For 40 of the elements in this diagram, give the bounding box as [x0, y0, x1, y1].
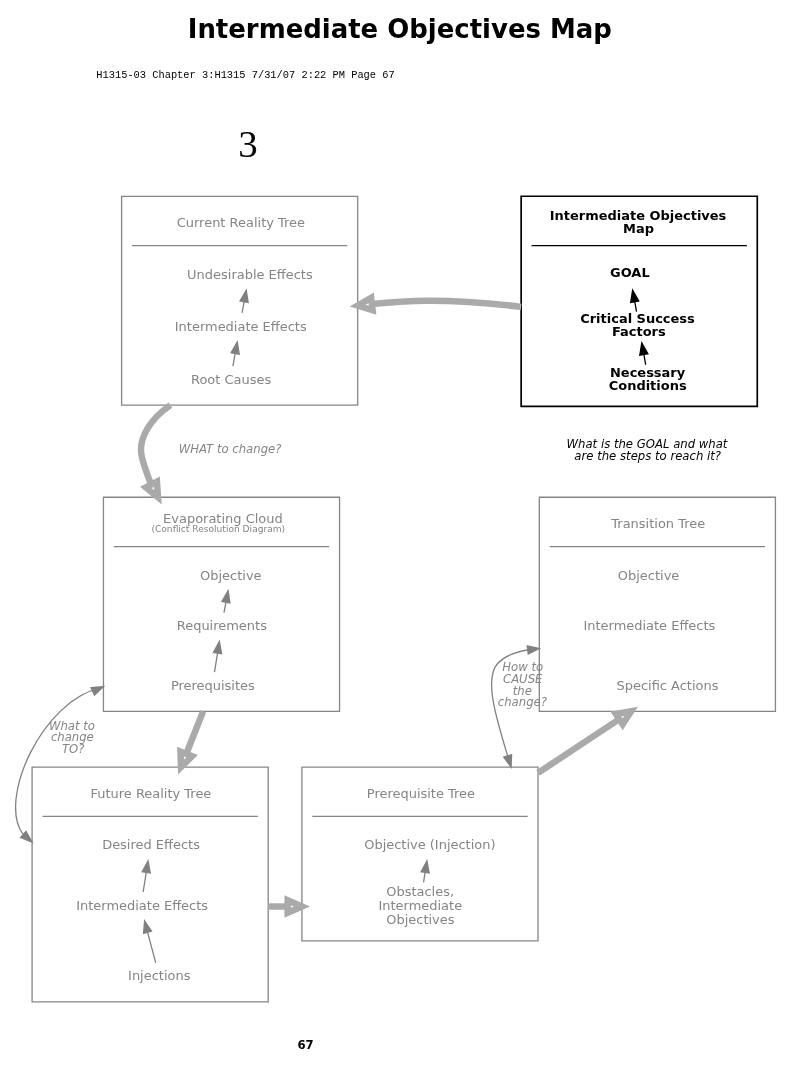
node-text: Requirements [176, 618, 267, 634]
node-text: Undesirable Effects [186, 266, 313, 282]
arrow [142, 919, 156, 964]
node-text: Specific Actions [616, 677, 718, 693]
node-text: Objective [617, 567, 679, 583]
node-text: Necessary Conditions [608, 364, 687, 393]
node-text: Objective (Injection) [363, 837, 496, 853]
node-text: Intermediate Effects [75, 897, 208, 913]
node-text: Obstacles, Intermediate Objectives [377, 883, 462, 928]
label: 3 [237, 122, 258, 166]
node-text: GOAL [609, 265, 650, 281]
arrow [140, 858, 151, 893]
node-text: Injections [127, 968, 190, 984]
arrow [212, 639, 222, 673]
node-text: Prerequisites [170, 677, 255, 693]
arrow [349, 292, 522, 315]
node-label: What is the GOAL and what are the steps to reach it? [566, 437, 727, 463]
arrow [267, 895, 310, 918]
arrow [629, 288, 640, 313]
node-text: Intermediate Effects [582, 618, 715, 634]
arrow [638, 341, 649, 366]
arrow [419, 858, 430, 884]
edge-label: What to change TO? [48, 718, 95, 757]
arrow [176, 710, 206, 775]
arrow [220, 588, 231, 614]
node-text: Root Causes [190, 371, 271, 387]
node-text: Desired Effects [101, 837, 200, 853]
arrow [137, 402, 172, 505]
label: H1315-03 Chapter 3:H1315 7/31/07 2:22 PM Page 67 [95, 69, 395, 82]
label: 67 [296, 1037, 314, 1052]
arrow [229, 339, 240, 367]
arrow [490, 645, 541, 769]
diagram-title: Intermediate Objectives Map [187, 14, 612, 45]
node-text: Critical Success Factors [579, 311, 695, 340]
arrow [535, 706, 638, 776]
arrow [14, 685, 105, 844]
node-text: Intermediate Effects [174, 318, 307, 334]
node-label: WHAT to change? [178, 442, 281, 457]
arrow [238, 288, 249, 314]
node-text: Objective [199, 567, 262, 583]
